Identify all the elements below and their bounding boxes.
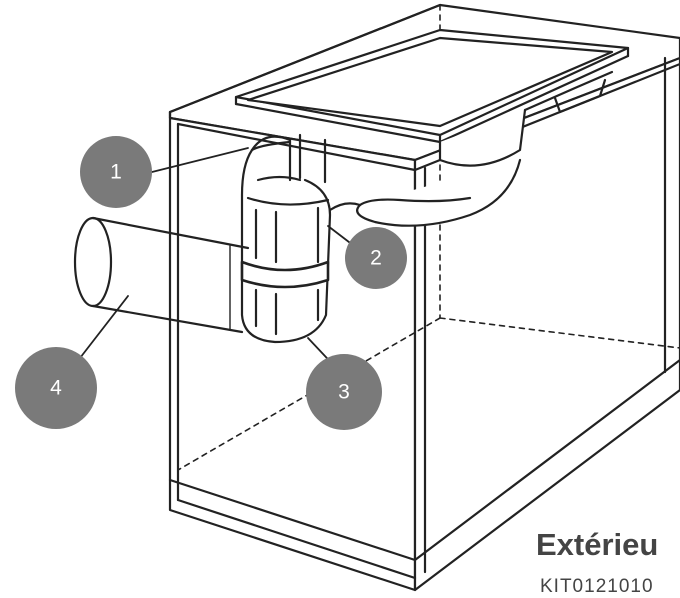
siphon-trap bbox=[240, 133, 362, 344]
callout-2-label: 2 bbox=[370, 247, 382, 270]
caption-title: Extérieu bbox=[536, 527, 659, 562]
callout-1: 1 bbox=[80, 136, 152, 208]
sink-top bbox=[234, 28, 630, 227]
callout-3-label: 3 bbox=[338, 381, 350, 404]
callout-4-label: 4 bbox=[50, 377, 62, 400]
callout-4: 4 bbox=[15, 347, 97, 429]
caption-code: KIT0121010 bbox=[540, 576, 654, 597]
callout-1-label: 1 bbox=[110, 161, 122, 184]
callout-3: 3 bbox=[306, 354, 382, 430]
cabinet bbox=[168, 3, 680, 592]
callout-2: 2 bbox=[345, 227, 407, 289]
